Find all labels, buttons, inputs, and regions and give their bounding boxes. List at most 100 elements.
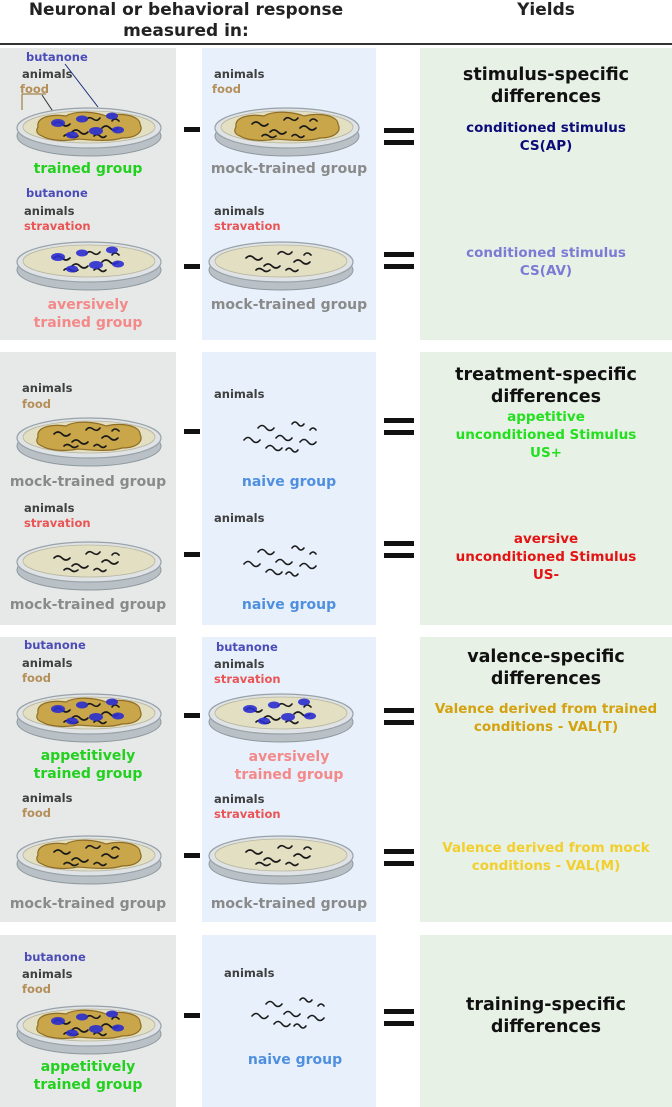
group-appetitively-trained: appetitively trained group [0, 1058, 176, 1094]
result-line: unconditioned Stimulus [455, 427, 637, 443]
label-starvation: stravation [214, 807, 281, 821]
label-animals: animals [22, 967, 73, 981]
panel-mid-training [202, 935, 376, 1107]
label-animals: animals [22, 656, 73, 670]
header-left: Neuronal or behavioral response measured… [0, 0, 372, 42]
petri-dish-aversive [206, 680, 356, 746]
result-val-t: Valence derived from trained conditions … [420, 700, 672, 736]
equals-sign [384, 1009, 414, 1026]
result-line: Valence derived from trained [434, 701, 658, 717]
group-appetitively-trained: appetitively trained group [0, 747, 176, 783]
group-naive: naive group [241, 474, 337, 490]
group-aversively-trained: aversively trained group [202, 748, 376, 784]
label-food: food [22, 806, 52, 820]
petri-dish-trained [14, 94, 164, 160]
label-animals: animals [214, 792, 265, 806]
petri-dish-mock [212, 94, 362, 160]
minus-sign [184, 429, 200, 434]
minus-sign [184, 853, 200, 858]
result-heading-treatment: treatment-specific differences [420, 364, 672, 408]
group-line: appetitively [40, 1059, 136, 1075]
petri-dish-mock [14, 404, 164, 470]
group-naive: naive group [247, 1052, 343, 1068]
result-heading-line: training-specific [465, 995, 627, 1015]
label-food: food [212, 82, 242, 96]
result-heading-stimulus: stimulus-specific differences [420, 64, 672, 108]
header-divider [0, 43, 672, 45]
minus-sign [184, 264, 200, 269]
group-mock-trained: mock-trained group [9, 896, 167, 912]
result-heading-line: treatment-specific [455, 365, 637, 385]
result-line: US- [532, 567, 560, 583]
label-animals: animals [214, 67, 265, 81]
group-line: trained group [33, 1077, 143, 1093]
petri-dish-mock [206, 228, 356, 294]
label-food: food [20, 82, 50, 96]
result-val-m: Valence derived from mock conditions - V… [420, 839, 672, 875]
result-cs-av: conditioned stimulus CS(AV) [420, 244, 672, 280]
label-starvation: stravation [24, 219, 91, 233]
label-food: food [22, 671, 52, 685]
petri-dish-mock [14, 528, 164, 594]
minus-sign [184, 1013, 200, 1018]
panel-right-treatment [420, 352, 672, 625]
petri-dish-mock [14, 822, 164, 888]
header-left-line1: Neuronal or behavioral response [28, 0, 344, 20]
result-heading-line: differences [490, 1017, 602, 1037]
result-heading-line: stimulus-specific [462, 65, 630, 85]
group-line: trained group [234, 767, 344, 783]
minus-sign [184, 552, 200, 557]
label-animals: animals [224, 966, 275, 980]
group-aversively-trained: aversively trained group [0, 296, 176, 332]
panel-left-stimulus [0, 48, 176, 340]
petri-dish-aversive [14, 228, 164, 294]
result-line: CS(AV) [519, 263, 573, 279]
worms-naive [236, 412, 332, 460]
minus-sign [184, 127, 200, 132]
result-heading-line: differences [490, 87, 602, 107]
panel-right-valence [420, 637, 672, 922]
result-cs-ap: conditioned stimulus CS(AP) [420, 119, 672, 155]
label-animals: animals [214, 511, 265, 525]
label-animals: animals [22, 67, 73, 81]
label-butanone: butanone [24, 950, 86, 964]
panel-mid-stimulus [202, 48, 376, 340]
label-animals: animals [22, 381, 73, 395]
group-naive: naive group [241, 597, 337, 613]
result-line: appetitive [507, 409, 585, 425]
equals-sign [384, 252, 414, 269]
result-heading-valence: valence-specific differences [420, 646, 672, 690]
group-mock-trained: mock-trained group [210, 297, 368, 313]
equals-sign [384, 128, 414, 145]
group-mock-trained: mock-trained group [210, 161, 368, 177]
result-us-minus: aversive unconditioned Stimulus US- [420, 530, 672, 584]
group-line: aversively [248, 749, 330, 765]
petri-dish-appetitive [14, 992, 164, 1058]
label-starvation: stravation [214, 219, 281, 233]
label-food: food [22, 397, 52, 411]
label-butanone: butanone [216, 640, 278, 654]
label-animals: animals [214, 657, 265, 671]
label-animals: animals [24, 501, 75, 515]
label-animals: animals [22, 791, 73, 805]
label-animals: animals [214, 204, 265, 218]
petri-dish-appetitive [14, 680, 164, 746]
label-butanone: butanone [24, 638, 86, 652]
worms-naive [244, 988, 340, 1036]
label-butanone: butanone [26, 50, 88, 64]
group-line: appetitively [40, 748, 136, 764]
minus-sign [184, 713, 200, 718]
result-line: US+ [530, 445, 562, 461]
result-heading-training: training-specific differences [420, 994, 672, 1038]
equals-sign [384, 708, 414, 725]
panel-right-stimulus [420, 48, 672, 340]
result-heading-line: valence-specific [467, 647, 625, 667]
label-animals: animals [214, 387, 265, 401]
result-heading-line: differences [490, 669, 602, 689]
label-starvation: stravation [24, 516, 91, 530]
equals-sign [384, 418, 414, 435]
group-mock-trained: mock-trained group [9, 474, 167, 490]
petri-dish-mock [206, 822, 356, 888]
label-pointer-lines [21, 63, 99, 118]
result-line: conditions - VAL(M) [471, 858, 621, 874]
